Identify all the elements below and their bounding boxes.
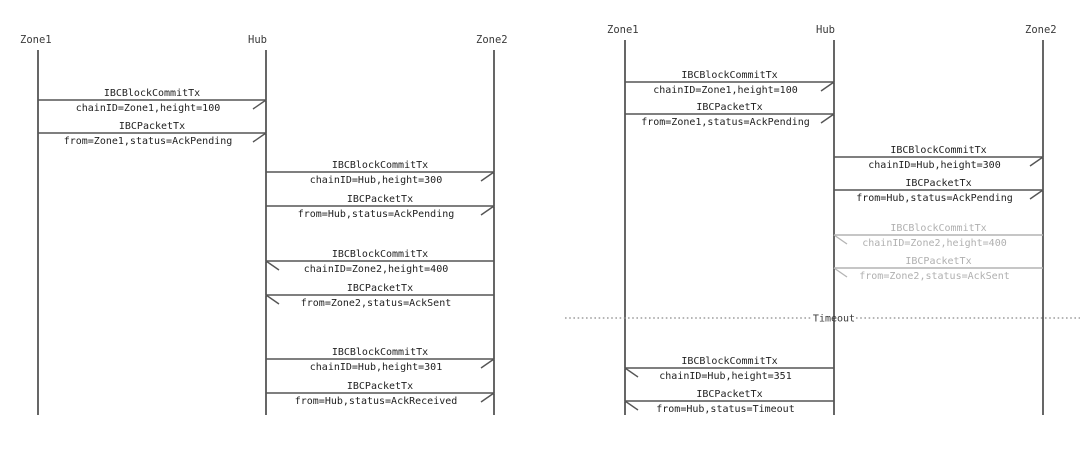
- message-arrowhead-right: [1029, 156, 1044, 167]
- message-detail: from=Zone1,status=AckPending: [64, 136, 233, 147]
- message-timeout-flow-3: IBCPacketTx from=Hub,status=AckPending: [834, 178, 1044, 204]
- actor-hub: Hub: [248, 34, 267, 415]
- message-title: IBCPacketTx: [347, 194, 413, 205]
- actor-zone2: Zone2: [1025, 24, 1057, 415]
- message-success-flow-3: IBCPacketTx from=Hub,status=AckPending: [266, 194, 495, 220]
- actor-label-zone2: Zone2: [1025, 24, 1057, 36]
- message-detail: chainID=Hub,height=301: [310, 362, 442, 373]
- message-success-flow-4: IBCBlockCommitTx chainID=Zone2,height=400: [265, 249, 494, 275]
- message-arrowhead-left: [624, 400, 639, 411]
- message-arrowhead-right: [820, 81, 835, 92]
- message-arrowhead-right: [1029, 189, 1044, 200]
- actor-label-zone1: Zone1: [607, 24, 639, 36]
- message-timeout-flow-1: IBCPacketTx from=Zone1,status=AckPending: [625, 102, 835, 128]
- message-detail: chainID=Hub,height=300: [868, 160, 1000, 171]
- actor-hub: Hub: [816, 24, 835, 415]
- actor-label-hub: Hub: [816, 24, 835, 36]
- message-arrowhead-left: [265, 294, 280, 305]
- message-arrowhead-right: [252, 132, 267, 143]
- message-title: IBCBlockCommitTx: [681, 70, 777, 81]
- message-title: IBCBlockCommitTx: [332, 160, 428, 171]
- message-title: IBCPacketTx: [696, 102, 762, 113]
- message-title: IBCBlockCommitTx: [890, 145, 986, 156]
- message-arrowhead-left: [833, 267, 848, 278]
- message-arrowhead-left: [833, 234, 848, 245]
- message-timeout-flow-0: IBCBlockCommitTx chainID=Zone1,height=100: [625, 70, 835, 96]
- message-detail: chainID=Hub,height=300: [310, 175, 442, 186]
- message-arrowhead-right: [480, 171, 495, 182]
- message-arrowhead-right: [820, 113, 835, 124]
- actor-zone2: Zone2: [476, 34, 508, 415]
- message-title: IBCPacketTx: [905, 256, 971, 267]
- message-detail: from=Hub,status=Timeout: [656, 404, 794, 415]
- message-detail: chainID=Zone1,height=100: [76, 103, 221, 114]
- message-arrowhead-left: [265, 260, 280, 271]
- message-detail: chainID=Zone1,height=100: [653, 85, 798, 96]
- message-title: IBCBlockCommitTx: [681, 356, 777, 367]
- message-timeout-flow-4: IBCBlockCommitTx chainID=Zone2,height=400: [833, 223, 1043, 249]
- message-timeout-flow-5: IBCPacketTx from=Zone2,status=AckSent: [833, 256, 1043, 282]
- actor-label-zone1: Zone1: [20, 34, 52, 46]
- actor-zone1: Zone1: [607, 24, 639, 415]
- message-arrowhead-right: [480, 205, 495, 216]
- message-title: IBCBlockCommitTx: [332, 347, 428, 358]
- message-detail: chainID=Hub,height=351: [659, 371, 791, 382]
- divider-timeout: Timeout: [565, 314, 1080, 325]
- message-success-flow-1: IBCPacketTx from=Zone1,status=AckPending: [38, 121, 267, 147]
- divider-label: Timeout: [813, 314, 855, 325]
- message-detail: chainID=Zone2,height=400: [304, 264, 449, 275]
- message-arrowhead-right: [480, 358, 495, 369]
- message-title: IBCBlockCommitTx: [104, 88, 200, 99]
- message-detail: from=Hub,status=AckPending: [298, 209, 455, 220]
- message-title: IBCPacketTx: [347, 381, 413, 392]
- message-title: IBCPacketTx: [347, 283, 413, 294]
- actor-label-hub: Hub: [248, 34, 267, 46]
- message-title: IBCBlockCommitTx: [890, 223, 986, 234]
- message-success-flow-0: IBCBlockCommitTx chainID=Zone1,height=100: [38, 88, 267, 114]
- message-timeout-flow-6: IBCBlockCommitTx chainID=Hub,height=351: [624, 356, 834, 382]
- message-detail: from=Zone2,status=AckSent: [301, 298, 452, 309]
- message-timeout-flow-2: IBCBlockCommitTx chainID=Hub,height=300: [834, 145, 1044, 171]
- message-detail: from=Zone2,status=AckSent: [859, 271, 1010, 282]
- message-arrowhead-right: [252, 99, 267, 110]
- message-title: IBCPacketTx: [696, 389, 762, 400]
- message-success-flow-5: IBCPacketTx from=Zone2,status=AckSent: [265, 283, 494, 309]
- message-success-flow-7: IBCPacketTx from=Hub,status=AckReceived: [266, 381, 495, 407]
- message-timeout-flow-7: IBCPacketTx from=Hub,status=Timeout: [624, 389, 834, 415]
- message-arrowhead-right: [480, 392, 495, 403]
- message-detail: from=Hub,status=AckPending: [856, 193, 1013, 204]
- message-arrowhead-left: [624, 367, 639, 378]
- message-detail: chainID=Zone2,height=400: [862, 238, 1007, 249]
- message-success-flow-6: IBCBlockCommitTx chainID=Hub,height=301: [266, 347, 495, 373]
- message-title: IBCBlockCommitTx: [332, 249, 428, 260]
- message-title: IBCPacketTx: [119, 121, 185, 132]
- message-title: IBCPacketTx: [905, 178, 971, 189]
- message-detail: from=Zone1,status=AckPending: [641, 117, 810, 128]
- message-success-flow-2: IBCBlockCommitTx chainID=Hub,height=300: [266, 160, 495, 186]
- message-detail: from=Hub,status=AckReceived: [295, 396, 458, 407]
- actor-zone1: Zone1: [20, 34, 52, 415]
- actor-label-zone2: Zone2: [476, 34, 508, 46]
